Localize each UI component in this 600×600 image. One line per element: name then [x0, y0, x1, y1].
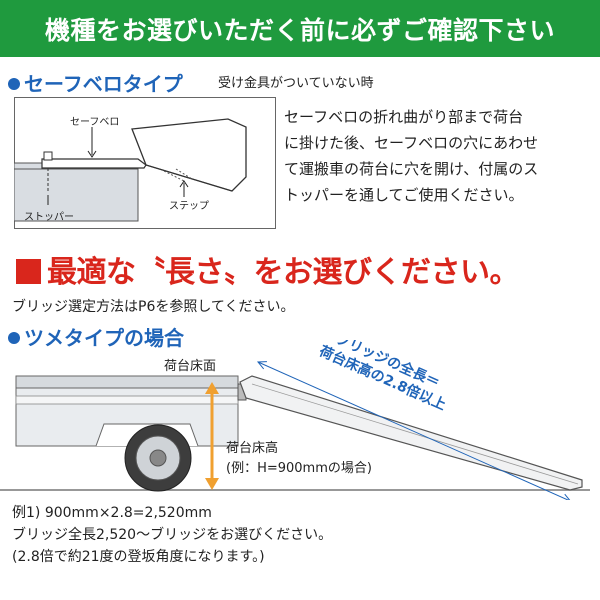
- tsume-heading-text: ツメタイプの場合: [24, 326, 184, 350]
- bullet-icon: [8, 78, 20, 90]
- safe-bero-description: セーフベロの折れ曲がり部まで荷台 に掛けた後、セーフベロの穴にあわせ て運搬車の…: [284, 104, 589, 208]
- description-line: て運搬車の荷台に穴を開け、付属のス: [284, 160, 539, 178]
- safe-bero-heading-text: セーフベロタイプ: [24, 72, 183, 96]
- label-deck-surface: 荷台床面: [164, 359, 216, 374]
- label-safe-bero: セーフベロ: [70, 116, 119, 128]
- header-title: 機種をお選びいただく前に必ずご確認下さい: [44, 15, 555, 45]
- description-line: トッパーを通してご使用ください。: [284, 186, 524, 204]
- safe-bero-subheading: 受け金具がついていない時: [218, 76, 374, 91]
- label-deck-height: 荷台床高: [226, 440, 278, 456]
- stopper-bolt: [43, 151, 53, 161]
- truck-bridge-diagram: 荷台床面 荷台床高 (例：H=900mmの場合) ブリッジの全長＝ 荷台床高の2…: [0, 340, 590, 500]
- example-line: (2.8倍で約21度の登坂角度になります。): [12, 549, 265, 565]
- safe-bero-plate: [41, 158, 147, 169]
- length-arrow: [257, 361, 571, 500]
- label-step: ステップ: [169, 200, 209, 212]
- safe-bero-diagram: セーフベロ ストッパー ステップ: [14, 97, 276, 229]
- example-block: 例1) 900mm×2.8=2,520mm ブリッジ全長2,520～ブリッジをお…: [12, 502, 332, 568]
- reference-text: ブリッジ選定方法はP6を参照してください。: [12, 299, 295, 315]
- safe-bero-heading: セーフベロタイプ: [8, 68, 183, 97]
- description-line: セーフベロの折れ曲がり部まで荷台: [284, 108, 524, 126]
- bullet-icon: [8, 332, 20, 344]
- header-banner: 機種をお選びいただく前に必ずご確認下さい: [0, 0, 600, 57]
- example-line: 例1) 900mm×2.8=2,520mm: [12, 505, 212, 521]
- example-line: ブリッジ全長2,520～ブリッジをお選びください。: [12, 527, 333, 543]
- tsume-heading: ツメタイプの場合: [8, 322, 184, 351]
- red-square-icon: [16, 259, 41, 284]
- length-title-text: 最適な〝長さ〟をお選びください。: [47, 255, 520, 290]
- label-stopper: ストッパー: [24, 211, 74, 223]
- length-title: 最適な〝長さ〟をお選びください。: [16, 247, 520, 291]
- label-example-h: (例：H=900mmの場合): [226, 461, 372, 476]
- description-line: に掛けた後、セーフベロの穴にあわせ: [284, 134, 539, 152]
